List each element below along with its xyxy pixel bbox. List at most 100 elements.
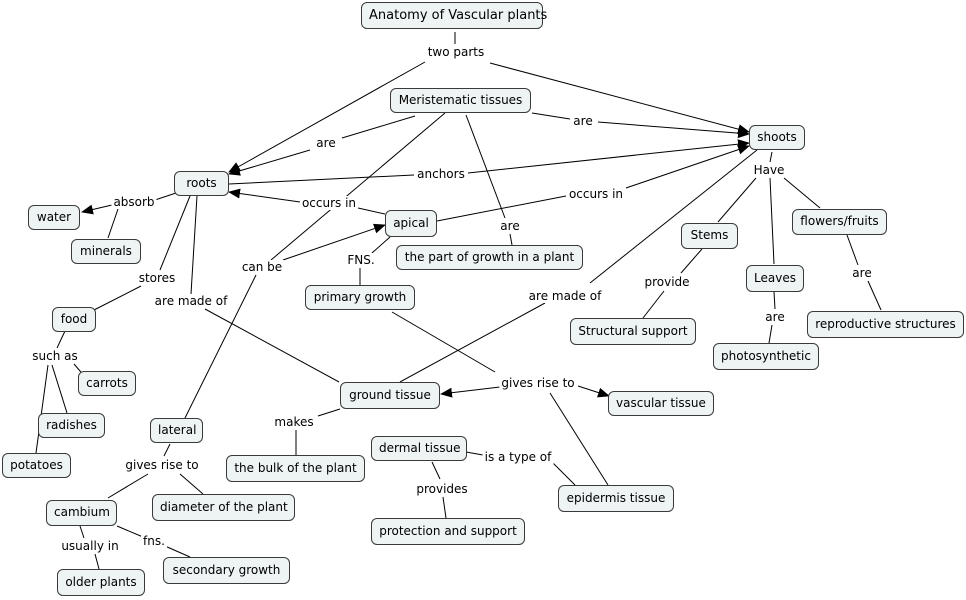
label-are-mer-roots: are	[314, 136, 338, 150]
line-primary-epidermis-a	[391, 311, 496, 373]
node-dermal-tissue[interactable]: dermal tissue	[371, 436, 467, 461]
line-mer-are-shoots-b	[597, 121, 750, 139]
line-absorb-minerals	[107, 208, 119, 239]
node-stems[interactable]: Stems	[681, 223, 738, 249]
node-vascular-tissue[interactable]: vascular tissue	[608, 391, 714, 416]
line-mer-canbe	[270, 112, 446, 261]
node-protection-support[interactable]: protection and support	[371, 518, 525, 545]
line-roots-aremadeof	[190, 195, 198, 295]
line-cambium-fns	[116, 525, 144, 538]
node-diameter-of-plant[interactable]: diameter of the plant	[152, 494, 295, 521]
node-part-of-growth[interactable]: the part of growth in a plant	[396, 245, 583, 270]
node-meristematic-tissues[interactable]: Meristematic tissues	[390, 88, 531, 113]
label-such-as: such as	[30, 349, 80, 363]
node-primary-growth[interactable]: primary growth	[305, 285, 415, 310]
line-have-flowers	[783, 177, 821, 209]
line-apical-occurs-shoots-b	[625, 144, 750, 189]
node-minerals[interactable]: minerals	[71, 239, 141, 264]
line-suchas-radishes	[51, 364, 68, 414]
label-fns-cambium: fns.	[141, 534, 167, 548]
node-epidermis-tissue[interactable]: epidermis tissue	[558, 485, 674, 512]
line-ground-makes	[317, 408, 341, 417]
node-structural-support[interactable]: Structural support	[570, 318, 696, 345]
label-are-made-of-roots: are made of	[152, 294, 230, 308]
line-roots-absorb	[154, 192, 177, 201]
label-are-flowers: are	[850, 266, 874, 280]
line-lateral-givesrise	[163, 443, 171, 457]
label-anchors: anchors	[415, 167, 467, 181]
line-givesrise-ground	[440, 386, 501, 398]
label-usually-in: usually in	[59, 539, 121, 553]
line-canbe-lateral	[184, 274, 257, 419]
node-food[interactable]: food	[52, 307, 96, 332]
line-canbe-apical	[282, 223, 386, 261]
node-lateral[interactable]: lateral	[150, 418, 203, 443]
line-apical-occurs-roots-b	[228, 188, 301, 203]
node-anatomy-title[interactable]: Anatomy of Vascular plants	[361, 2, 547, 29]
label-fns-apical: FNS.	[345, 253, 377, 267]
node-reproductive-structures[interactable]: reproductive structures	[807, 311, 964, 338]
line-provide-structural	[642, 290, 665, 319]
label-are-mer-shoots: are	[571, 114, 595, 128]
node-bulk-of-plant[interactable]: the bulk of the plant	[226, 455, 365, 482]
line-dermal-typeof	[465, 451, 484, 456]
node-carrots[interactable]: carrots	[78, 371, 136, 396]
node-cambium[interactable]: cambium	[46, 500, 117, 526]
node-flowers-fruits[interactable]: flowers/fruits	[792, 209, 887, 235]
line-stores-food	[93, 285, 142, 311]
node-water[interactable]: water	[28, 205, 80, 230]
node-radishes[interactable]: radishes	[38, 413, 105, 438]
label-stores: stores	[136, 271, 178, 285]
line-aremadeof-ground	[204, 308, 340, 383]
label-are-made-of-shoots: are made of	[526, 289, 604, 303]
line-mer-are-roots-b	[228, 149, 311, 176]
line-have-stems	[717, 177, 757, 223]
line-apical-occurs-roots-a	[357, 207, 386, 215]
line-primary-epidermis-b	[549, 392, 609, 486]
line-roots-anchors	[228, 174, 415, 185]
label-provide: provide	[642, 275, 692, 289]
line-aremadeof2-shoots	[589, 149, 758, 284]
node-potatoes[interactable]: potatoes	[2, 453, 71, 478]
line-mer-are-partofgrowth-a	[465, 114, 506, 219]
label-gives-rise-to-ground: gives rise to	[499, 376, 577, 390]
line-givesrise-cambium	[107, 473, 149, 499]
line-stems-provide	[680, 248, 703, 274]
line-shoots-have	[769, 151, 773, 163]
node-secondary-growth[interactable]: secondary growth	[163, 557, 290, 584]
label-are-apical: are	[498, 219, 522, 233]
node-ground-tissue[interactable]: ground tissue	[340, 382, 440, 409]
line-givesrise-diameter	[179, 473, 204, 495]
label-occurs-in-shoots: occurs in	[566, 187, 626, 201]
node-shoots[interactable]: shoots	[749, 125, 805, 150]
line-food-suchas	[56, 330, 66, 349]
node-photosynthetic[interactable]: photosynthetic	[713, 343, 819, 370]
label-occurs-in-roots: occurs in	[299, 196, 359, 210]
line-cambium-usuallyin	[79, 525, 85, 539]
line-are-photosynthetic	[768, 324, 773, 344]
line-mer-are-roots-a	[341, 115, 416, 139]
label-gives-rise-to-lateral: gives rise to	[123, 458, 201, 472]
line-typeof-epidermis	[551, 461, 576, 486]
node-apical[interactable]: apical	[385, 210, 437, 237]
line-leaves-are	[773, 291, 776, 310]
label-makes: makes	[272, 415, 316, 429]
line-givesrise-vascular	[577, 385, 610, 398]
line-dermal-provides	[431, 461, 441, 480]
line-twoparts-roots	[228, 61, 426, 173]
line-roots-stores	[159, 195, 191, 271]
line-twoparts-shoots	[489, 62, 750, 134]
label-have: Have	[751, 163, 787, 177]
node-older-plants[interactable]: older plants	[57, 569, 145, 596]
line-flowers-are	[846, 234, 859, 266]
label-absorb: absorb	[111, 195, 157, 209]
node-leaves[interactable]: Leaves	[746, 265, 804, 292]
line-suchas-potatoes	[35, 364, 49, 454]
node-roots[interactable]: roots	[174, 171, 229, 196]
label-is-a-type-of: is a type of	[482, 450, 554, 464]
label-are-leaves: are	[763, 310, 787, 324]
line-have-leaves	[769, 177, 775, 265]
line-ground-aremadeof2	[399, 302, 546, 383]
line-anchors-shoots	[467, 139, 750, 174]
